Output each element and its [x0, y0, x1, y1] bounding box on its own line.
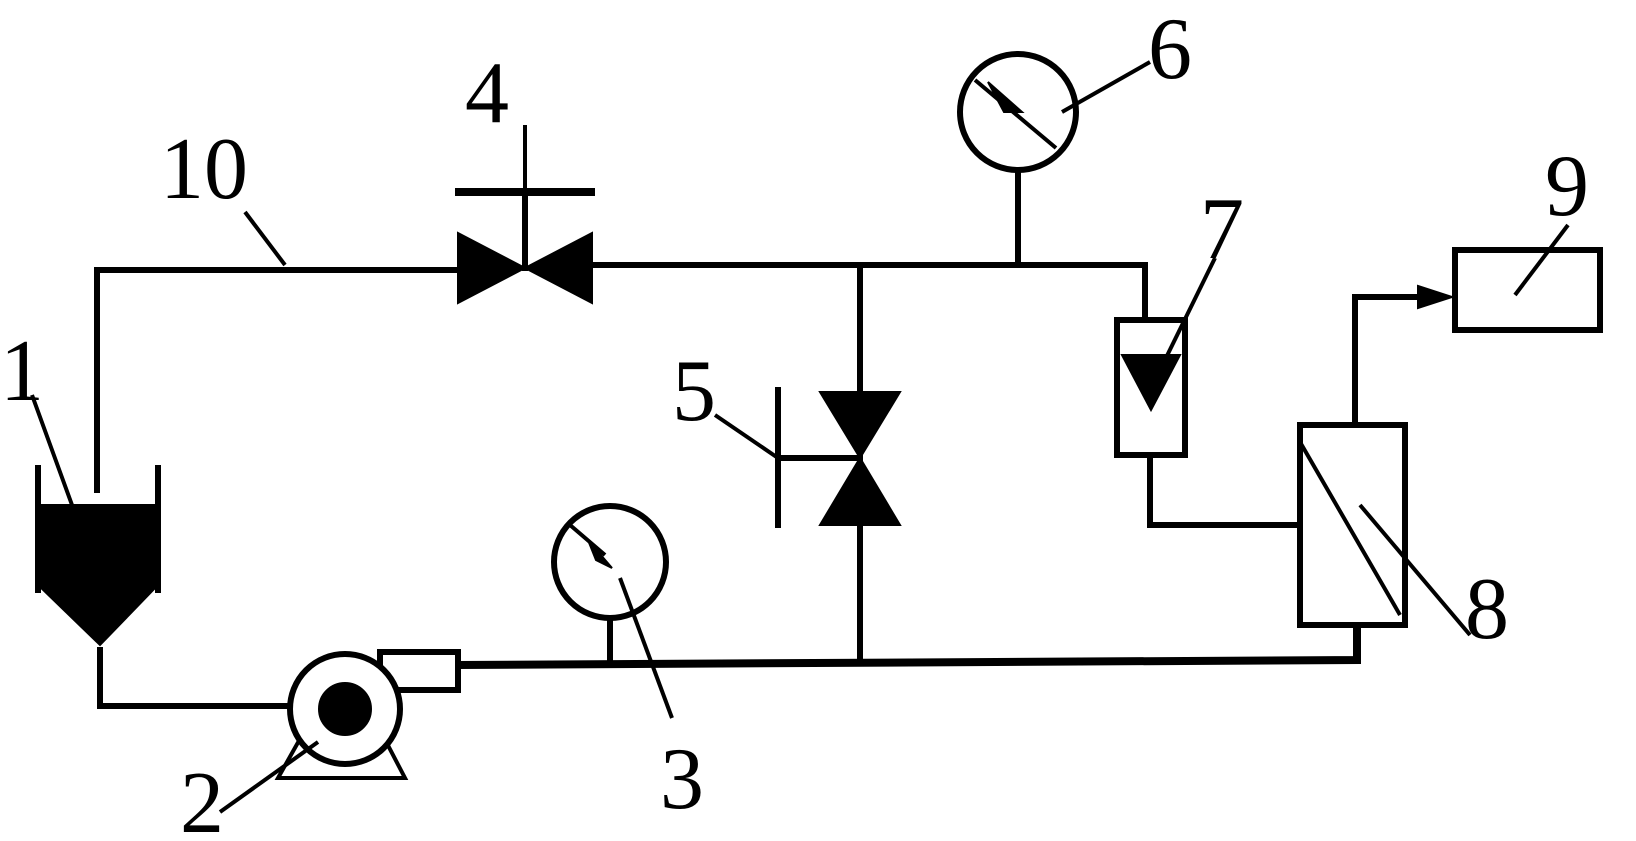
- pressure-gauge-low: [551, 503, 669, 668]
- permeate-arrow: [1417, 284, 1456, 310]
- labels: 1 2 3 4 5 6 7 8 9 10: [0, 1, 1589, 841]
- label-6: 6: [1148, 1, 1192, 98]
- bottom-pipe: [457, 625, 1361, 669]
- membrane-module: [1297, 422, 1408, 628]
- leader-lines: [30, 60, 1570, 814]
- label-4: 4: [465, 45, 509, 142]
- tank-liquid: [37, 504, 159, 647]
- label-2: 2: [180, 755, 224, 841]
- label-7: 7: [1200, 181, 1244, 278]
- pump: [274, 649, 461, 780]
- label-5: 5: [672, 343, 716, 440]
- pressure-gauge-high: [957, 51, 1079, 268]
- flowmeter-outlet-pipe: [1147, 452, 1303, 528]
- collector-box: [1452, 247, 1603, 333]
- label-9: 9: [1545, 138, 1589, 235]
- permeate-pipe: [1352, 294, 1433, 428]
- top-pipe: [587, 262, 1148, 323]
- piping: [94, 262, 1456, 709]
- valve-bypass: [775, 387, 902, 528]
- tank-outlet-pipe: [97, 647, 288, 709]
- return-pipe: [94, 267, 458, 493]
- label-10: 10: [160, 121, 248, 218]
- label-8: 8: [1465, 561, 1509, 658]
- label-1: 1: [0, 323, 44, 420]
- feed-tank: [35, 465, 161, 647]
- label-3: 3: [660, 731, 704, 828]
- pump-impeller: [318, 682, 372, 736]
- valve-main: [455, 188, 595, 305]
